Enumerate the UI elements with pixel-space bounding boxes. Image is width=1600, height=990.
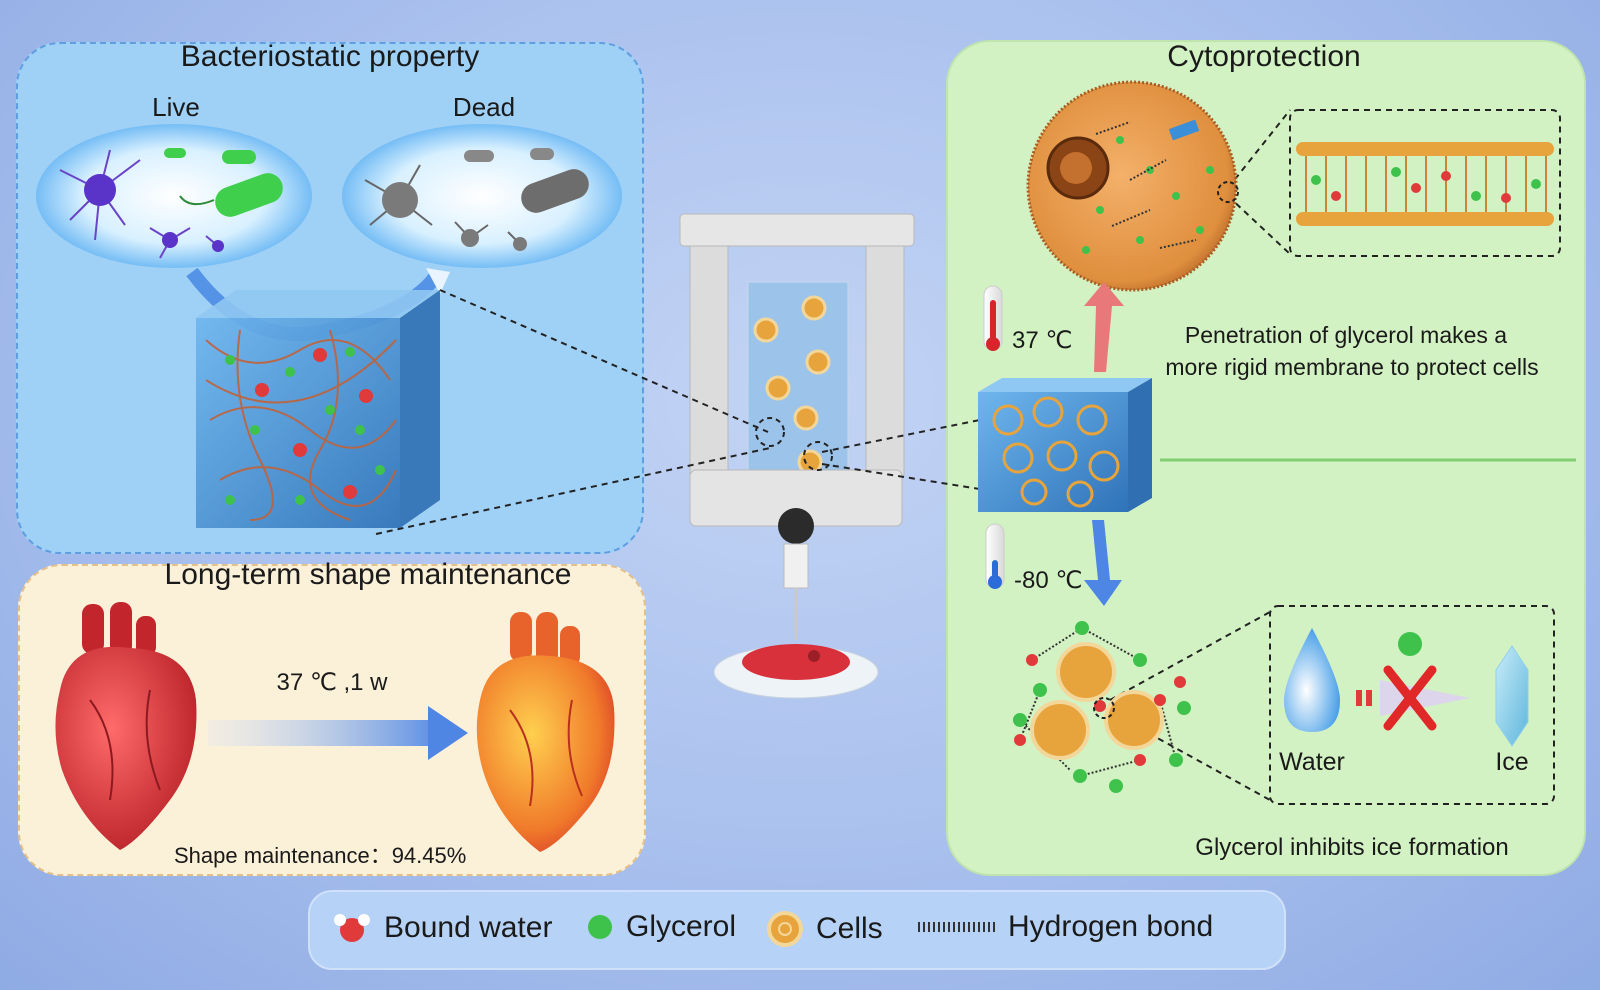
hydrogen-bond-icon [918, 922, 998, 932]
ice-inhibition-box [1269, 605, 1555, 805]
dead-label: Dead [452, 92, 516, 122]
dead-bacteria-oval [342, 124, 622, 268]
hydrogel-cube [196, 290, 440, 528]
water-label: Water [1279, 748, 1345, 776]
thermometer-cold-icon [985, 523, 1005, 589]
cell-icon [767, 911, 803, 947]
ice-crystal-icon [1495, 645, 1529, 747]
ice-label: Ice [1495, 748, 1529, 776]
bacteriostatic-title: Bacteriostatic property [180, 40, 480, 73]
warm-arrow [1084, 282, 1124, 372]
live-label: Live [152, 92, 200, 122]
block-cross-icon [1383, 665, 1437, 731]
heart-after [476, 612, 615, 852]
membrane-text-line1: Penetration of glycerol makes a [1184, 322, 1508, 348]
legend: Bound water Glycerol Cells Hydrogen bond [308, 890, 1286, 970]
shape-title: Long-term shape maintenance [164, 558, 572, 591]
curved-arrow-head [426, 268, 450, 294]
glycerol-molecule-icon [1398, 632, 1422, 656]
temp-high-label: 37 ℃ [1012, 327, 1073, 354]
cytoprotection-title: Cytoprotection [1167, 40, 1361, 73]
shape-result-label: Shape maintenance：94.45% [174, 843, 467, 868]
inhibit-text: Glycerol inhibits ice formation [1195, 834, 1509, 861]
shape-arrow-head [428, 706, 468, 760]
protected-cell [1026, 80, 1239, 292]
water-drop-icon [1284, 628, 1340, 732]
shape-condition-label: 37 ℃ ,1 w [276, 669, 388, 696]
membrane-zoom-box [1289, 109, 1561, 257]
shape-arrow-shaft [208, 720, 448, 746]
glycerol-network [1013, 621, 1191, 793]
live-bacteria-oval [36, 124, 312, 268]
cell-laden-cube [978, 378, 1152, 512]
bound-water-icon [334, 914, 370, 942]
temp-low-label: -80 ℃ [1014, 567, 1083, 594]
glycerol-icon [588, 915, 612, 939]
legend-item-glycerol: Glycerol [584, 910, 736, 944]
legend-item-hydrogen-bond: Hydrogen bond [916, 910, 1213, 944]
membrane-text-line2: more rigid membrane to protect cells [1165, 354, 1539, 380]
zoom-circle-gel [755, 417, 785, 447]
cold-arrow [1084, 520, 1122, 606]
legend-item-cells: Cells [766, 910, 883, 948]
bioprinter [679, 213, 915, 699]
thermometer-hot-icon [983, 285, 1003, 351]
heart-before [55, 602, 197, 850]
zoom-circle-cell [803, 441, 833, 471]
legend-item-bound-water: Bound water [330, 910, 552, 946]
